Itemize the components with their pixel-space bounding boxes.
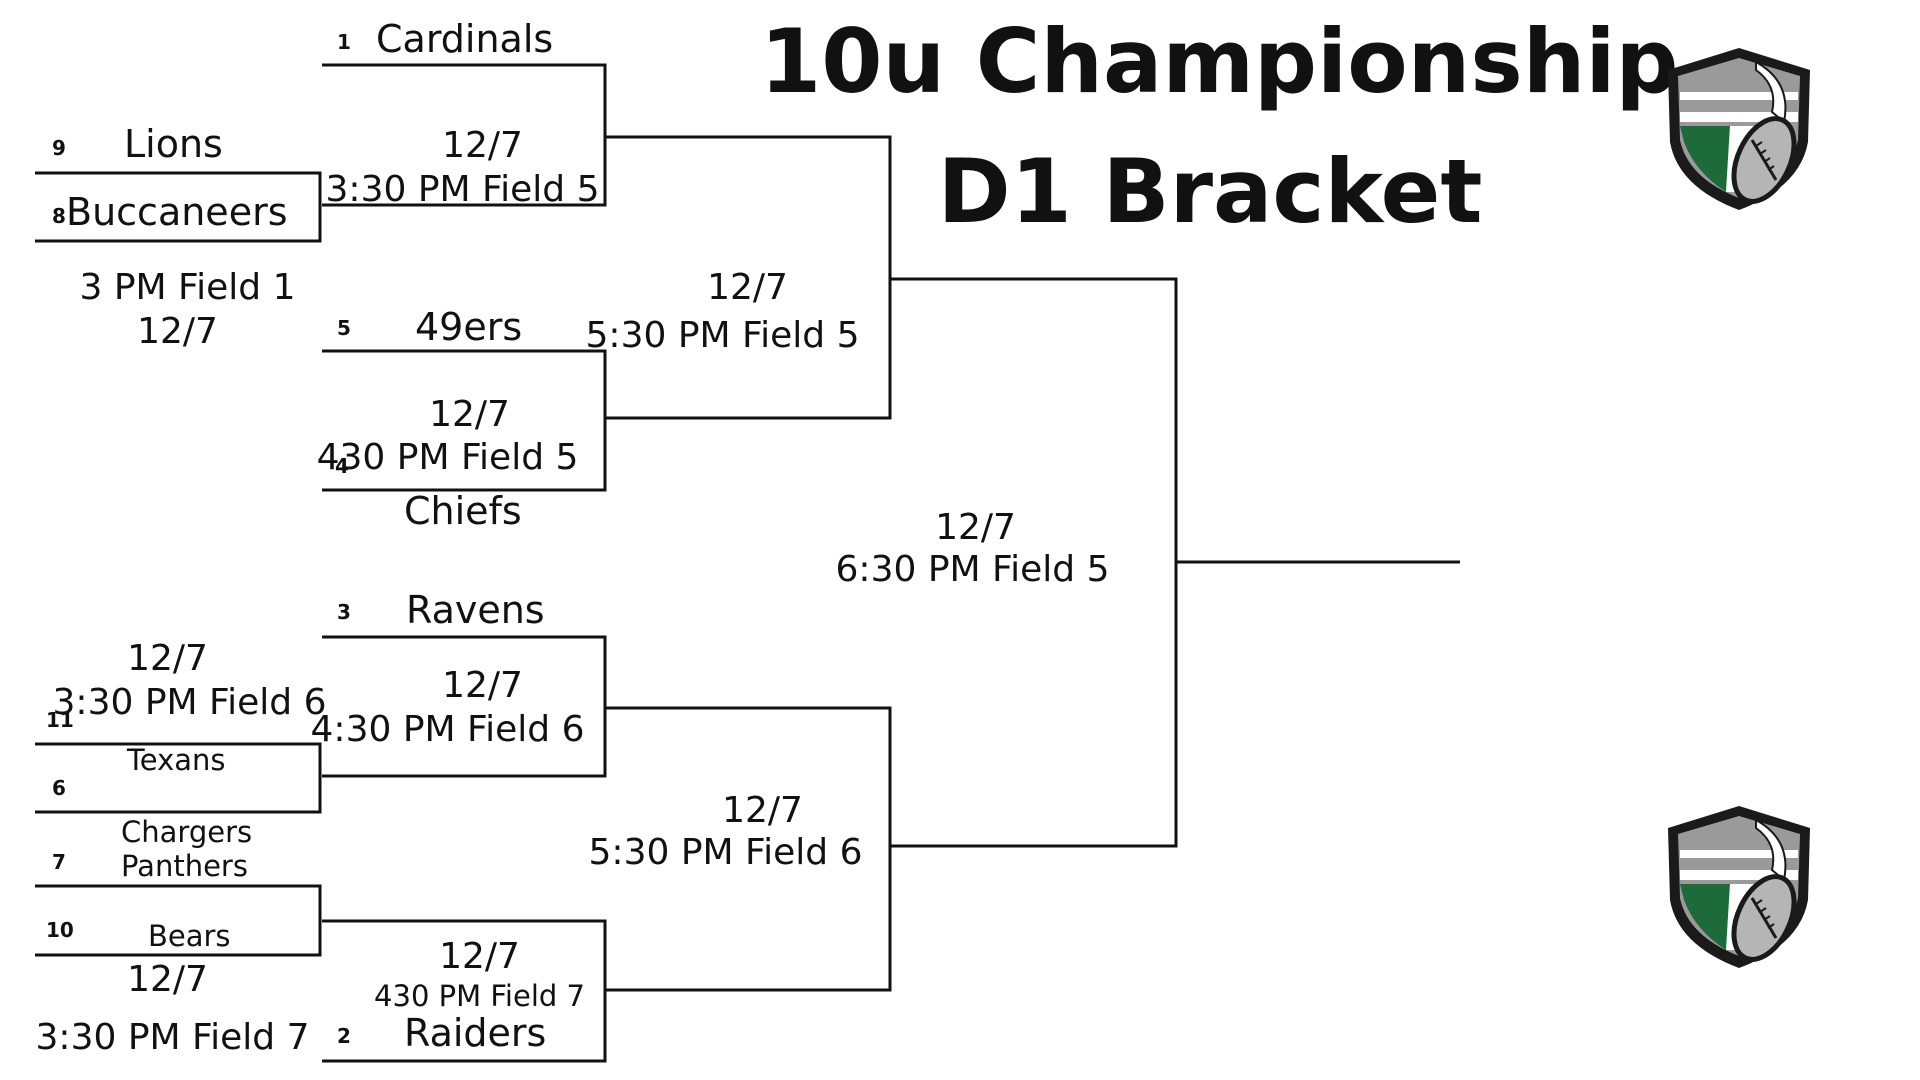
seed-number: 10 — [46, 918, 74, 942]
game-date: 12/7 — [722, 790, 803, 831]
game-time: 3:30 PM Field 6 — [52, 682, 327, 723]
game-date: 12/7 — [707, 267, 788, 308]
game-time: 5:30 PM Field 5 — [585, 315, 860, 356]
team-name: Raiders — [404, 1011, 547, 1055]
seed-number: 4 — [335, 454, 349, 478]
team-name: Lions — [124, 122, 223, 166]
bracket-line — [605, 706, 892, 992]
seed-number: 5 — [337, 316, 351, 340]
team-name: Cardinals — [376, 17, 554, 61]
game-date: 12/7 — [442, 665, 523, 706]
game-date: 12/7 — [439, 936, 520, 977]
seed-number: 3 — [337, 600, 351, 624]
game-date: 12/7 — [429, 394, 510, 435]
seed-number: 7 — [52, 850, 66, 874]
seed-number: 9 — [52, 136, 66, 160]
shield-football-logo-icon — [1668, 48, 1810, 210]
team-name: Chiefs — [404, 489, 522, 533]
team-name: Ravens — [406, 588, 545, 632]
bracket-line — [322, 635, 607, 778]
game-time: 4:30 PM Field 6 — [310, 709, 585, 750]
title-line-2: D1 Bracket — [937, 140, 1483, 243]
game-time: 430 PM Field 5 — [316, 437, 579, 478]
seed-number: 2 — [337, 1024, 351, 1048]
team-name: Panthers — [121, 849, 248, 883]
title-line-1: 10u Championship — [760, 10, 1679, 113]
game-date: 12/7 — [137, 311, 218, 352]
game-time: 6:30 PM Field 5 — [835, 549, 1110, 590]
shield-football-logo-icon — [1668, 806, 1810, 968]
game-time: 430 PM Field 7 — [374, 979, 585, 1013]
game-time: 5:30 PM Field 6 — [588, 832, 863, 873]
game-date: 12/7 — [935, 507, 1016, 548]
bracket-line — [35, 742, 322, 814]
game-time: 3:30 PM Field 5 — [325, 169, 600, 210]
seed-number: 1 — [337, 30, 351, 54]
team-name: Buccaneers — [66, 190, 288, 234]
game-time: 3:30 PM Field 7 — [35, 1017, 310, 1058]
seed-number: 6 — [52, 776, 66, 800]
bracket-line — [322, 63, 607, 207]
team-name: 49ers — [415, 305, 523, 349]
game-date: 12/7 — [127, 959, 208, 1000]
team-name: Chargers — [121, 815, 253, 849]
bracket-line — [35, 171, 322, 243]
bracket-line — [322, 349, 607, 492]
team-name: Bears — [148, 919, 231, 953]
seed-number: 8 — [52, 204, 66, 228]
game-date: 12/7 — [127, 638, 208, 679]
bracket-line — [35, 884, 322, 957]
team-name: Texans — [127, 743, 226, 777]
seed-number: 11 — [46, 708, 74, 732]
game-date: 12/7 — [442, 125, 523, 166]
game-time: 3 PM Field 1 — [79, 267, 296, 308]
